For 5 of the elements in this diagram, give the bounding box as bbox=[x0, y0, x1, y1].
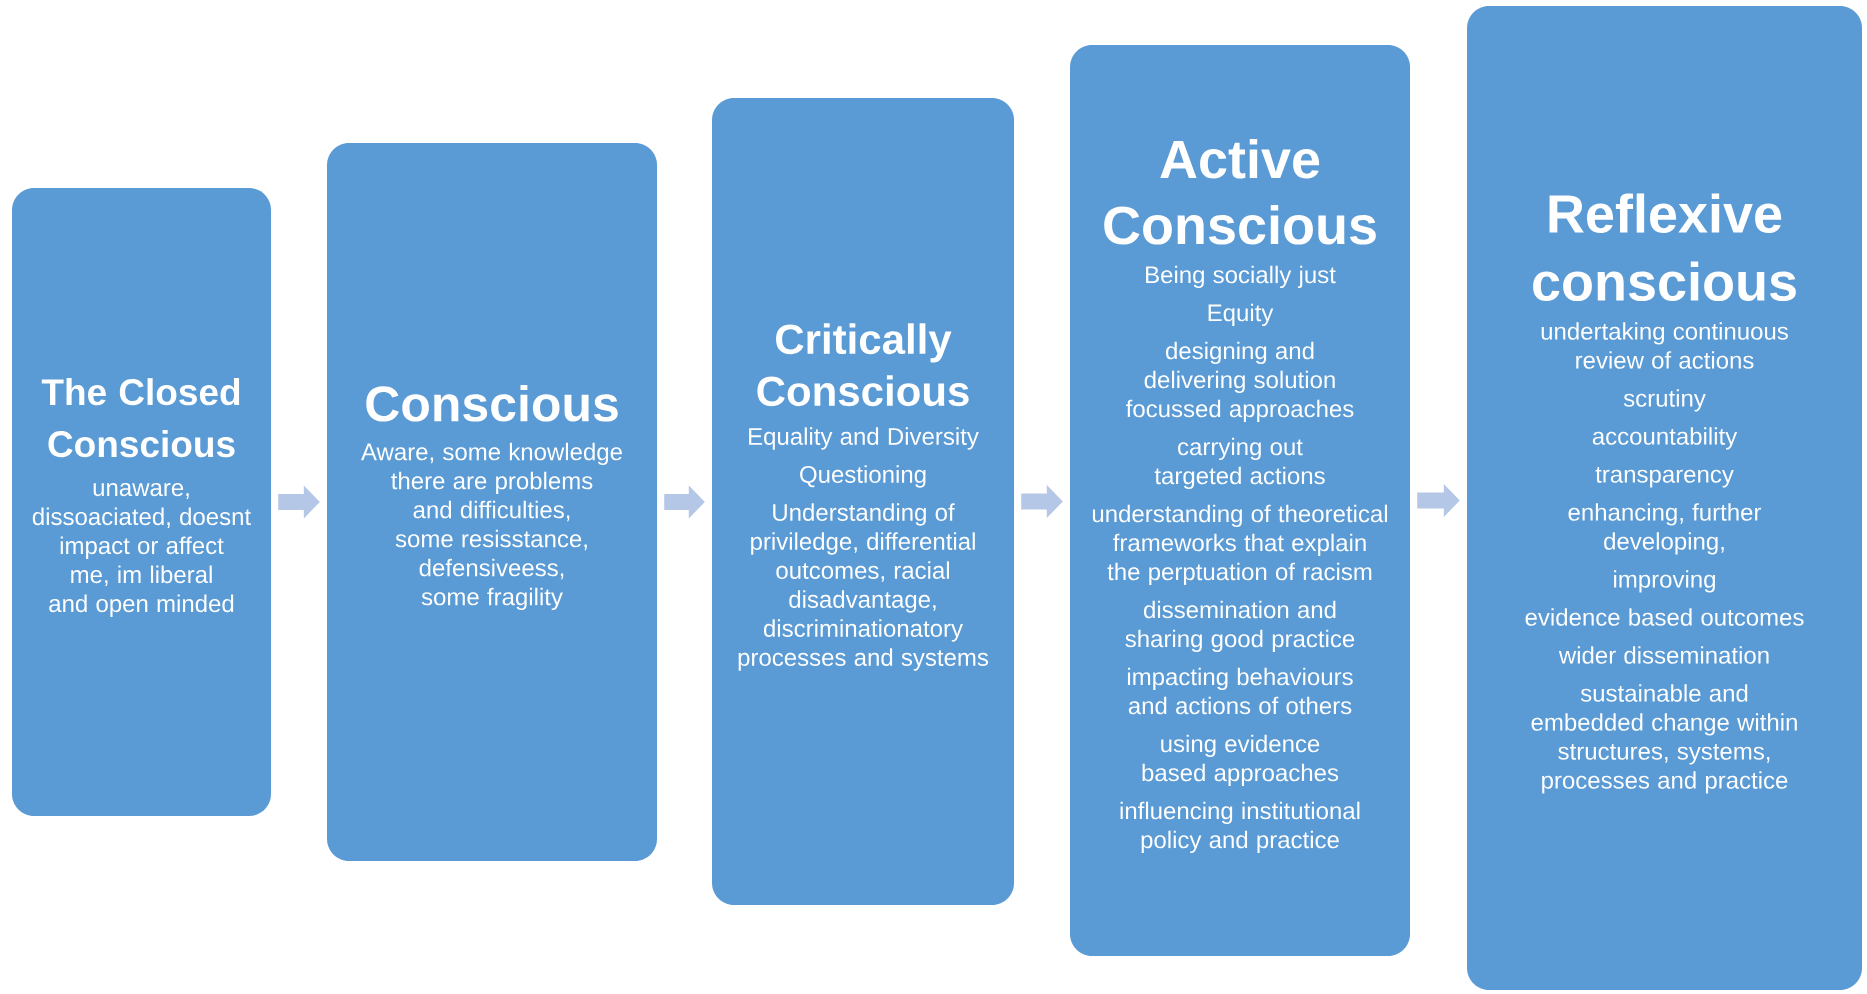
stage-box: Critically Conscious Equality and Diversity Questioning Understanding of priviledge, differential outcomes, racial disadvantage, discriminationatory processes and systems bbox=[712, 98, 1014, 905]
stage-box: Conscious Aware, some knowledge there are problems and difficulties, some resisstance, defensiveess, some fragility bbox=[327, 143, 657, 861]
stage-box: Active Conscious Being socially just Equity designing and delivering solution focussed approaches carrying out targeted actions understanding of theoretical frameworks that explain the perptuation of racism dissemination and sharing good practice impacting behaviours and actions of others using evidence based approaches influencing institutional policy and practice bbox=[1070, 45, 1410, 956]
stage-box: Reflexive conscious undertaking continuous review of actions scrutiny accountability transparency enhancing, further developing, improving evidence based outcomes wider dissemination sustainable and embedded change within structures, systems, processes and practice bbox=[1467, 6, 1862, 990]
stage-box: The Closed Conscious unaware, dissoaciated, doesnt impact or affect me, im liberal and open minded bbox=[12, 188, 271, 816]
